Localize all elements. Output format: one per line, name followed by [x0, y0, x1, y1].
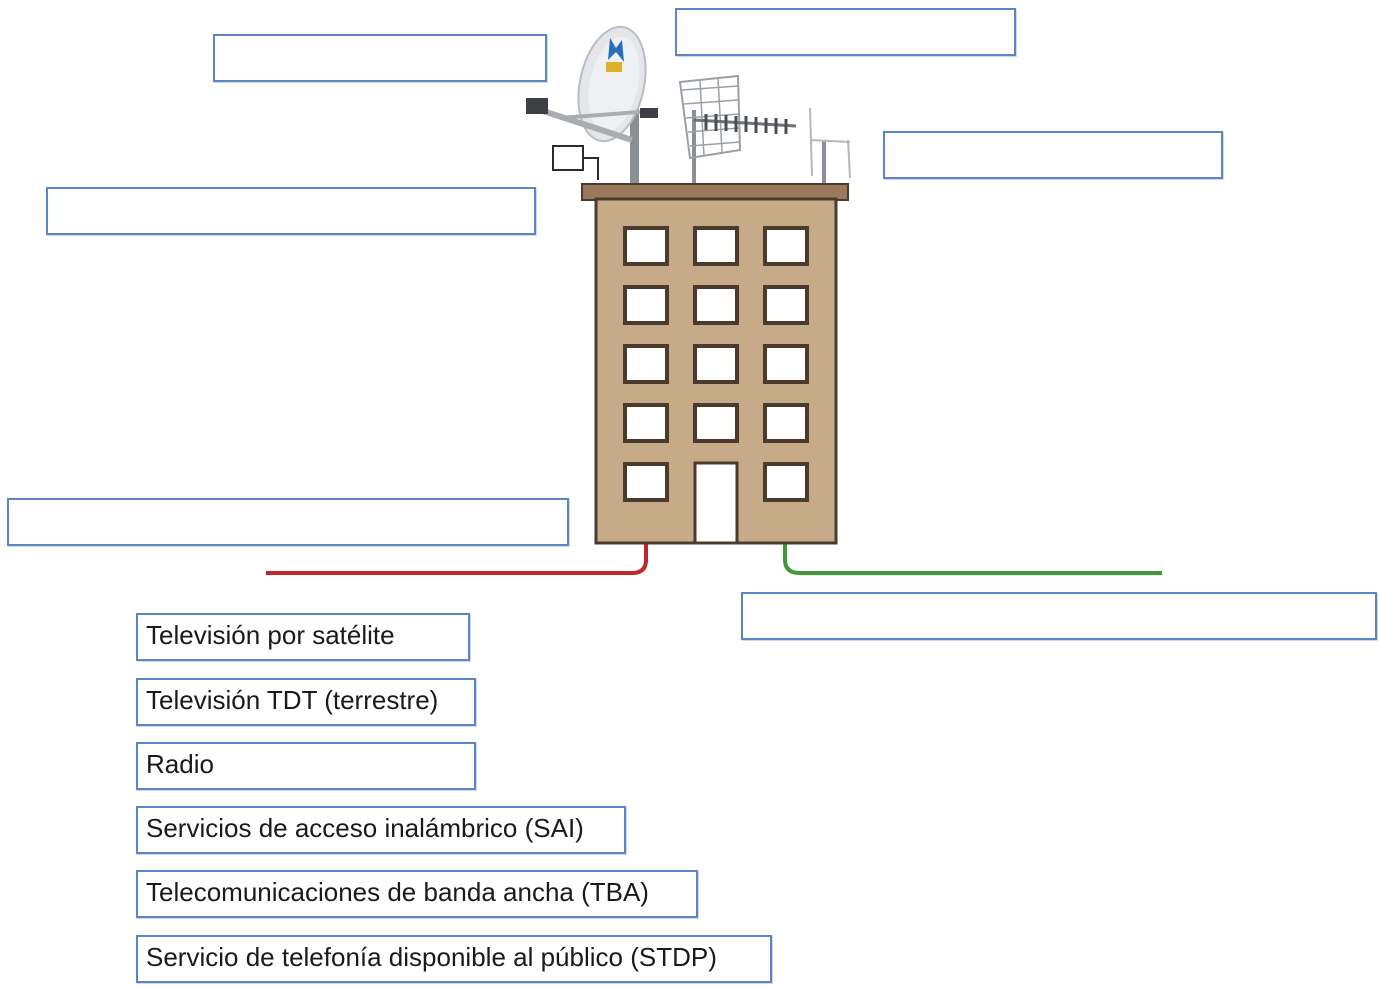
building-icon	[581, 183, 849, 545]
red-cable	[266, 543, 648, 575]
drop-target-top-left[interactable]	[213, 34, 547, 82]
satellite-dish-icon	[526, 25, 658, 185]
radio-antenna-icon	[809, 107, 851, 186]
label-television-tdt[interactable]: Televisión TDT (terrestre)	[136, 678, 476, 726]
label-tba[interactable]: Telecomunicaciones de banda ancha (TBA)	[136, 870, 698, 918]
drop-target-bottom-right[interactable]	[741, 592, 1377, 640]
door	[693, 461, 739, 545]
label-radio[interactable]: Radio	[136, 742, 476, 790]
tdt-antenna-icon	[678, 74, 797, 186]
label-stdp[interactable]: Servicio de telefonía disponible al públ…	[136, 935, 772, 983]
drop-target-bottom-left[interactable]	[7, 498, 569, 546]
drop-target-mid-left[interactable]	[46, 187, 536, 235]
drop-target-top-right[interactable]	[883, 131, 1223, 179]
label-sai[interactable]: Servicios de acceso inalámbrico (SAI)	[136, 806, 626, 854]
drop-target-top-center[interactable]	[675, 8, 1016, 56]
green-cable	[783, 543, 1162, 575]
label-television-satelite[interactable]: Televisión por satélite	[136, 613, 470, 661]
